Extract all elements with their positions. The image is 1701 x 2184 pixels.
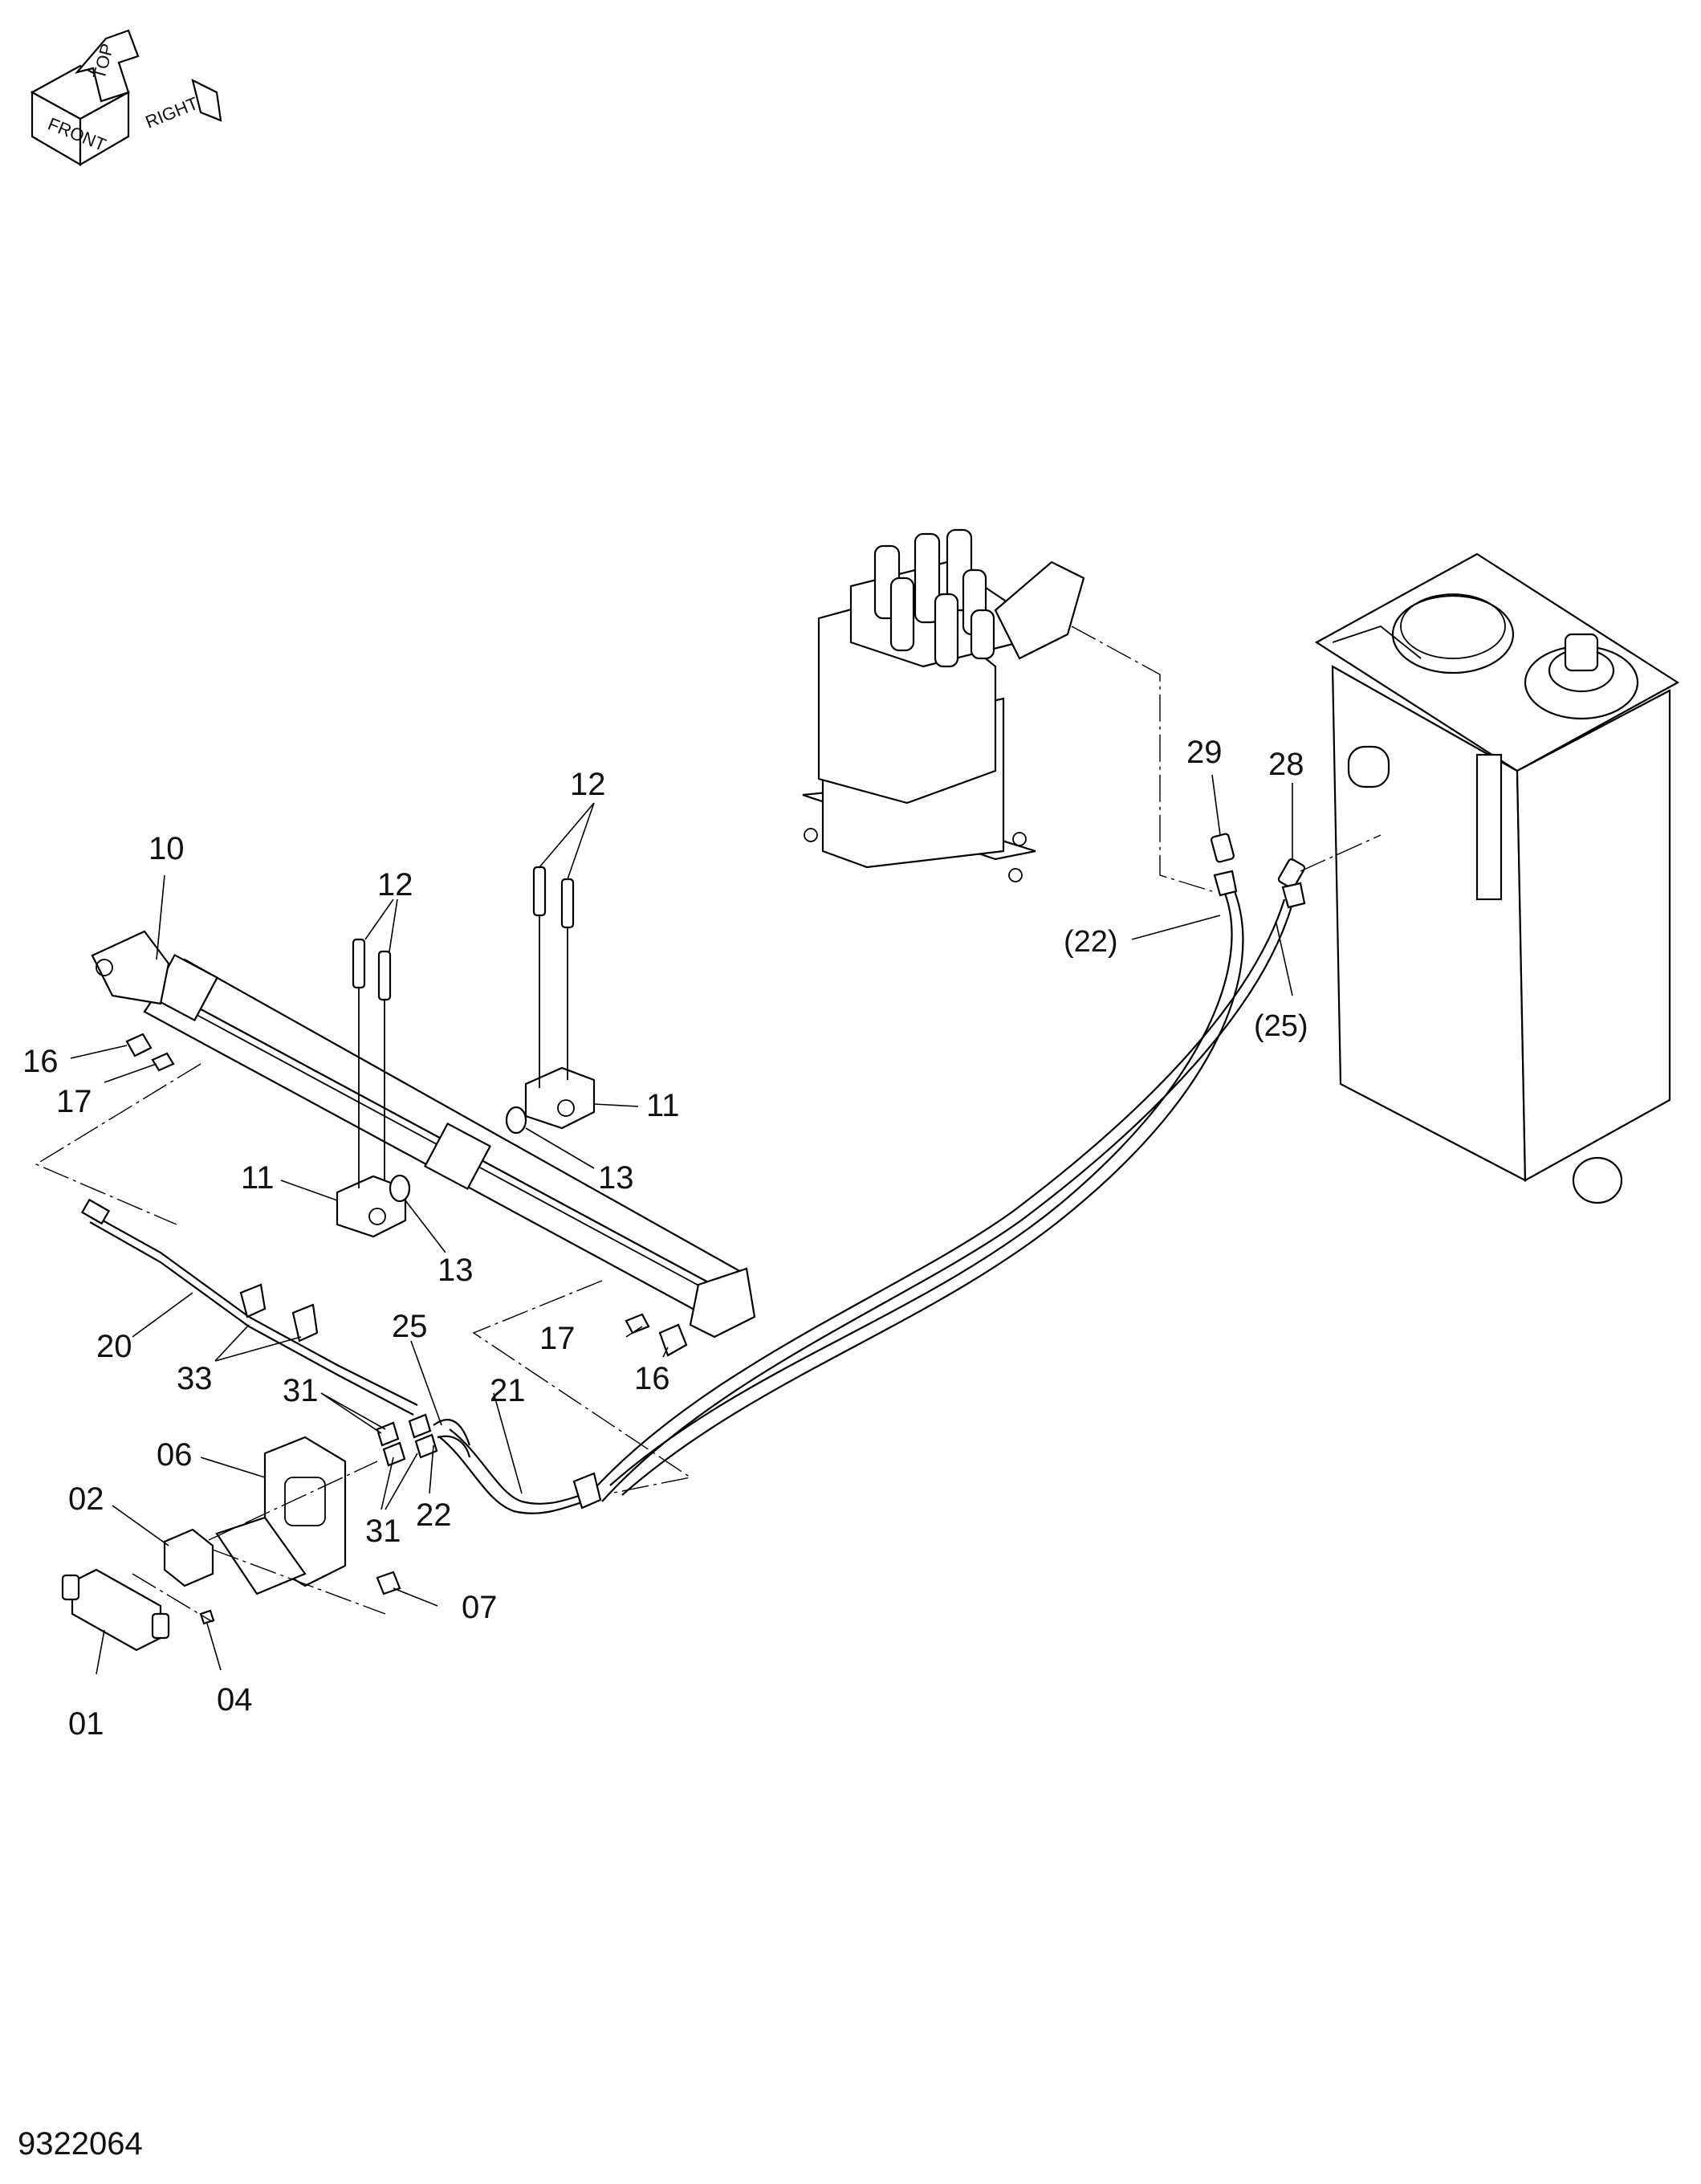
label-07: 07 (462, 1590, 498, 1625)
leader-lines (70, 774, 1293, 1675)
label-04: 04 (217, 1682, 253, 1717)
label-20: 20 (96, 1329, 132, 1364)
cylinder (91, 930, 756, 1339)
washer-upper (505, 1106, 527, 1135)
hydraulic-tank (1314, 552, 1680, 1204)
label-01: 01 (68, 1706, 104, 1742)
right-label: RIGHT (143, 93, 201, 132)
label-06: 06 (157, 1437, 193, 1473)
control-valve (802, 528, 1085, 882)
fittings-left (125, 1033, 175, 1072)
label-16-left: 16 (22, 1044, 59, 1079)
label-16-right: 16 (634, 1361, 670, 1396)
fittings-right (625, 1313, 688, 1357)
bracket (215, 1436, 347, 1595)
label-12-lower: 12 (377, 867, 413, 903)
label-10: 10 (149, 831, 185, 866)
washer-lower (389, 1174, 411, 1203)
bolts-lower (352, 938, 392, 1188)
label-31-lower: 31 (365, 1514, 401, 1549)
clamp-upper (524, 1066, 596, 1130)
label-12-upper: 12 (570, 767, 606, 802)
label-22: 22 (416, 1497, 452, 1533)
label-28: 28 (1268, 747, 1304, 782)
phantom-lines (35, 625, 1382, 1623)
label-11-upper: 11 (646, 1088, 680, 1123)
long-hoses (439, 833, 1306, 1514)
label-17-left: 17 (56, 1084, 92, 1119)
label-31-upper: 31 (283, 1373, 319, 1408)
label-13-upper: 13 (598, 1160, 634, 1196)
adapters (376, 1413, 471, 1467)
bolt-07 (376, 1571, 401, 1595)
bolts-upper (532, 866, 575, 1088)
label-11-lower: 11 (241, 1160, 275, 1196)
solenoid-valve (61, 1528, 214, 1652)
label-ref-22: (22) (1064, 925, 1118, 959)
label-33: 33 (177, 1361, 213, 1396)
label-02: 02 (68, 1481, 104, 1517)
hose-20 (80, 1198, 418, 1416)
label-17-right: 17 (539, 1321, 576, 1356)
orientation-indicator: FRONT TOP RIGHT (30, 29, 222, 166)
label-ref-25: (25) (1254, 1009, 1308, 1043)
callout-labels: 10 12 12 11 11 13 13 16 17 17 16 20 33 2… (22, 735, 1308, 1742)
clamp-lower (336, 1175, 407, 1238)
label-25: 25 (392, 1309, 428, 1344)
drawing-number: 9322064 (18, 2126, 143, 2162)
label-29: 29 (1186, 735, 1223, 770)
label-13-lower: 13 (437, 1253, 474, 1288)
label-21: 21 (490, 1373, 526, 1408)
